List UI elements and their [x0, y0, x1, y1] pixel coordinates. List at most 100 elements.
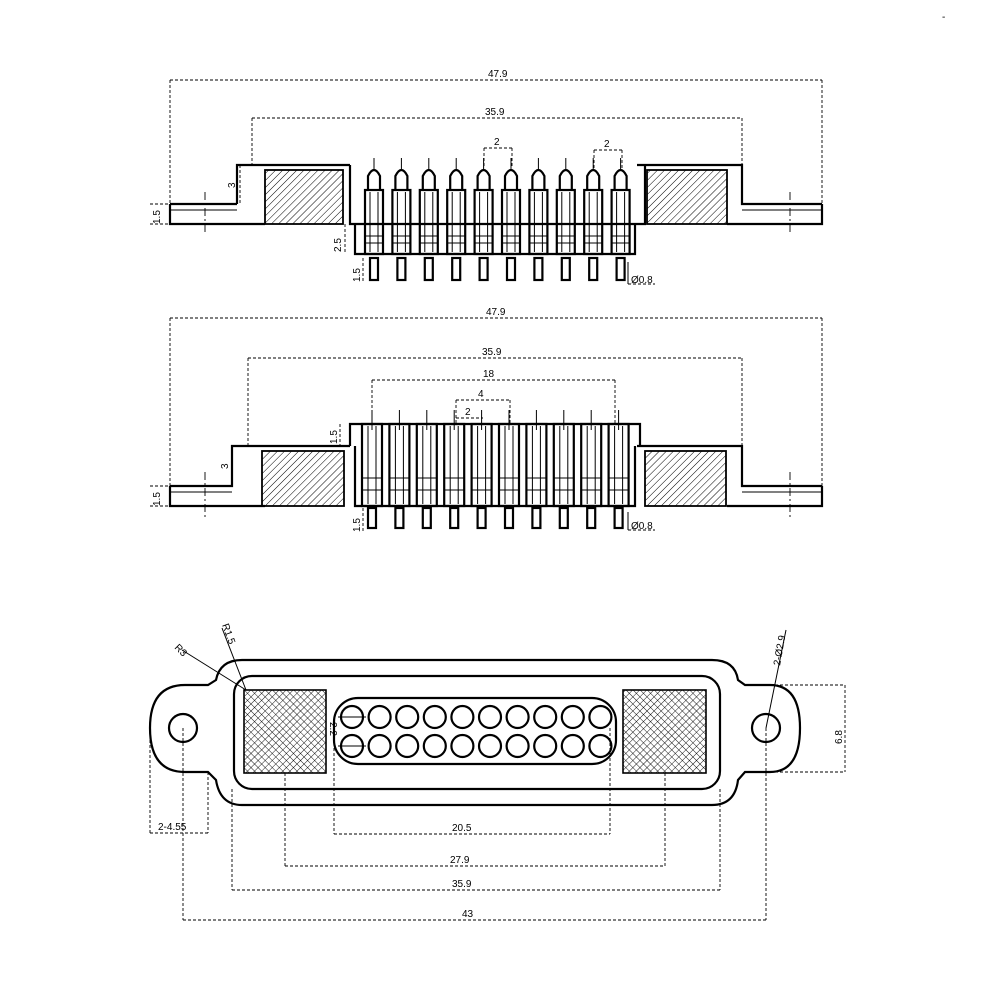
- top-pin-contact: [367, 704, 392, 730]
- top-dim-hole-offset: 2-4.55: [149, 740, 209, 834]
- side-pin: [497, 410, 521, 530]
- top-row-pitch-label: 2.2: [327, 722, 338, 736]
- top-pin-contact: [477, 733, 503, 759]
- top-pin-field-width-label: 20.5: [452, 823, 472, 834]
- front-dim-step: 3: [227, 164, 350, 204]
- side-pin: [360, 410, 384, 530]
- side-dim-double-pitch: 4: [455, 389, 511, 424]
- side-pin: [443, 410, 466, 530]
- front-pin: [500, 158, 522, 282]
- top-pin-contact: [422, 733, 447, 759]
- front-pin: [418, 158, 439, 282]
- top-pad-spacing-label: 27.9: [450, 855, 470, 866]
- side-dim-top: 1.5: [329, 424, 341, 446]
- top-pin-contact: [477, 704, 503, 730]
- top-pin-contact: [533, 733, 558, 759]
- top-pin-contact: [422, 704, 447, 730]
- top-pin-field-frame: [332, 696, 618, 766]
- side-pin-span-label: 18: [483, 369, 495, 380]
- front-pin: [391, 158, 412, 282]
- top-pin-contact: [560, 733, 585, 759]
- front-left-hatched-block: [264, 169, 344, 225]
- top-pin-contact: [533, 704, 558, 730]
- top-pin-contact: [450, 704, 475, 730]
- top-dim-pad-spacing: 27.9: [284, 773, 666, 867]
- front-dim-tail: 1.5: [352, 258, 364, 282]
- top-dim-row-pitch: 2.2: [327, 722, 338, 736]
- top-pin-contact: [588, 733, 613, 759]
- side-pin: [470, 410, 493, 530]
- front-pin-pitch-label: 2: [494, 137, 500, 148]
- side-view: 47.9 35.9 18 4 2 1.5: [150, 307, 824, 532]
- front-pin: [363, 158, 385, 282]
- side-flange-step-label: 3: [220, 463, 231, 469]
- top-outer-radius-label: R3: [172, 642, 189, 659]
- side-pin: [415, 410, 438, 530]
- top-view-outer-outline: [148, 658, 802, 807]
- front-pin: [528, 158, 549, 282]
- side-pin-pitch-label: 2: [465, 407, 471, 418]
- side-flange-spacing-label: 35.9: [482, 347, 502, 358]
- top-pin-contact: [505, 704, 530, 730]
- side-dim-tail: 1.5: [352, 508, 364, 532]
- top-pin-contact: [395, 704, 420, 730]
- front-dim-pin-dia: Ø0.8: [627, 262, 655, 286]
- top-pin-contact: [395, 733, 420, 759]
- front-view-outline: [168, 163, 824, 256]
- front-pin: [446, 158, 467, 282]
- side-tab-thickness-label: 1.5: [152, 492, 163, 506]
- side-dim-span: 18: [371, 369, 616, 424]
- front-pin-pitch-label-2: 2: [604, 139, 610, 150]
- front-pins: [363, 158, 631, 282]
- top-hole-spacing-label: 43: [462, 909, 474, 920]
- side-pin-diameter-label: Ø0.8: [631, 521, 653, 532]
- side-dim-overall: 47.9: [169, 307, 823, 486]
- side-pin: [388, 410, 411, 530]
- top-left-mounting-hole: [167, 712, 199, 744]
- side-top-offset-label: 1.5: [329, 430, 340, 444]
- front-body-height-label: 2.5: [333, 238, 344, 252]
- side-pin: [580, 410, 603, 530]
- front-pin-diameter-label: Ø0.8: [631, 275, 653, 286]
- front-right-hatched-block: [646, 169, 728, 225]
- top-dim-hole-dia: 2-Ø2.9: [765, 629, 788, 729]
- front-pin: [555, 158, 576, 282]
- side-dim-pin-dia: Ø0.8: [627, 512, 655, 532]
- top-pin-contact: [588, 704, 613, 730]
- front-pin: [610, 158, 631, 282]
- top-dim-radii: R3 R1.5: [172, 622, 247, 691]
- front-dim-body: 2.5: [333, 224, 346, 254]
- front-view: 47.9 35.9 2 2 3 1.5: [150, 69, 824, 286]
- front-dim-flange: 35.9: [251, 107, 743, 165]
- top-inner-radius-label: R1.5: [219, 622, 237, 646]
- top-view-inner-outline: [232, 674, 722, 791]
- front-tail-length-label: 1.5: [352, 268, 363, 282]
- front-dim-overall: 47.9: [169, 69, 823, 204]
- side-pin: [525, 410, 548, 530]
- front-dim-tab: 1.5: [150, 203, 170, 225]
- top-pins: [338, 704, 613, 759]
- side-tail-length-label: 1.5: [352, 518, 363, 532]
- top-flange-height-label: 6.8: [834, 730, 845, 744]
- top-view: R3 R1.5 2-Ø2.9 6.8 2.2 2-4.55 20.5: [148, 622, 846, 921]
- side-pins: [360, 410, 630, 530]
- side-left-hatched-block: [261, 450, 345, 507]
- top-dim-hole-spacing: 43: [182, 728, 767, 921]
- top-dim-pin-field: 20.5: [333, 728, 611, 835]
- top-hole-offset-label: 2-4.55: [158, 822, 187, 833]
- top-body-width-label: 35.9: [452, 879, 472, 890]
- side-dim-step: 3: [220, 446, 233, 486]
- front-tab-thickness-label: 1.5: [152, 210, 163, 224]
- top-pin-contact: [505, 733, 530, 759]
- front-flange-spacing-label: 35.9: [485, 107, 505, 118]
- side-overall-width-label: 47.9: [486, 307, 506, 318]
- top-right-contact-pad: [622, 689, 707, 774]
- front-dim-pitch: 2 2: [483, 137, 623, 168]
- top-pin-contact: [450, 733, 475, 759]
- top-pin-contact: [560, 704, 585, 730]
- corner-mark: -: [942, 12, 945, 23]
- side-dim-pitch: 2: [456, 407, 483, 419]
- side-pin: [552, 410, 575, 530]
- front-pin: [473, 158, 494, 282]
